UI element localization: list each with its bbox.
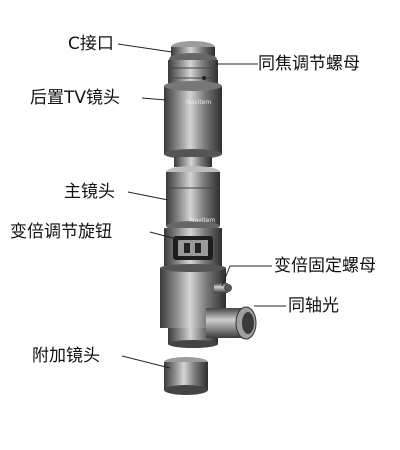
leader-zoom-knob	[149, 231, 181, 241]
aux-lens-part	[164, 357, 208, 395]
brand-mark-lower: Navitem	[190, 217, 215, 224]
label-zoom-lock-nut: 变倍固定螺母	[274, 256, 376, 276]
label-zoom-knob: 变倍调节旋钮	[10, 222, 112, 242]
rear-tv-lens-part	[164, 81, 222, 159]
leader-c-mount	[117, 43, 173, 53]
label-coaxial-light: 同轴光	[288, 296, 339, 316]
zoom-knob-part	[164, 228, 222, 268]
leader-rear-tv-lens	[141, 97, 167, 101]
label-aux-lens: 附加镜头	[32, 346, 100, 366]
zoom-lock-screw-part	[214, 283, 232, 293]
label-rear-tv-lens: 后置TV镜头	[30, 88, 121, 108]
leader-main-lens	[127, 191, 169, 201]
brand-mark-upper: Navitem	[186, 99, 211, 106]
coaxial-light-part	[206, 306, 257, 340]
leader-aux-lens	[121, 355, 171, 369]
leader-zoom-lock-nut-drop	[221, 265, 231, 287]
main-lens-part	[166, 172, 220, 231]
label-focus-nut: 同焦调节螺母	[258, 54, 360, 74]
label-main-lens: 主镜头	[64, 182, 115, 202]
label-c-mount: C接口	[68, 34, 114, 54]
